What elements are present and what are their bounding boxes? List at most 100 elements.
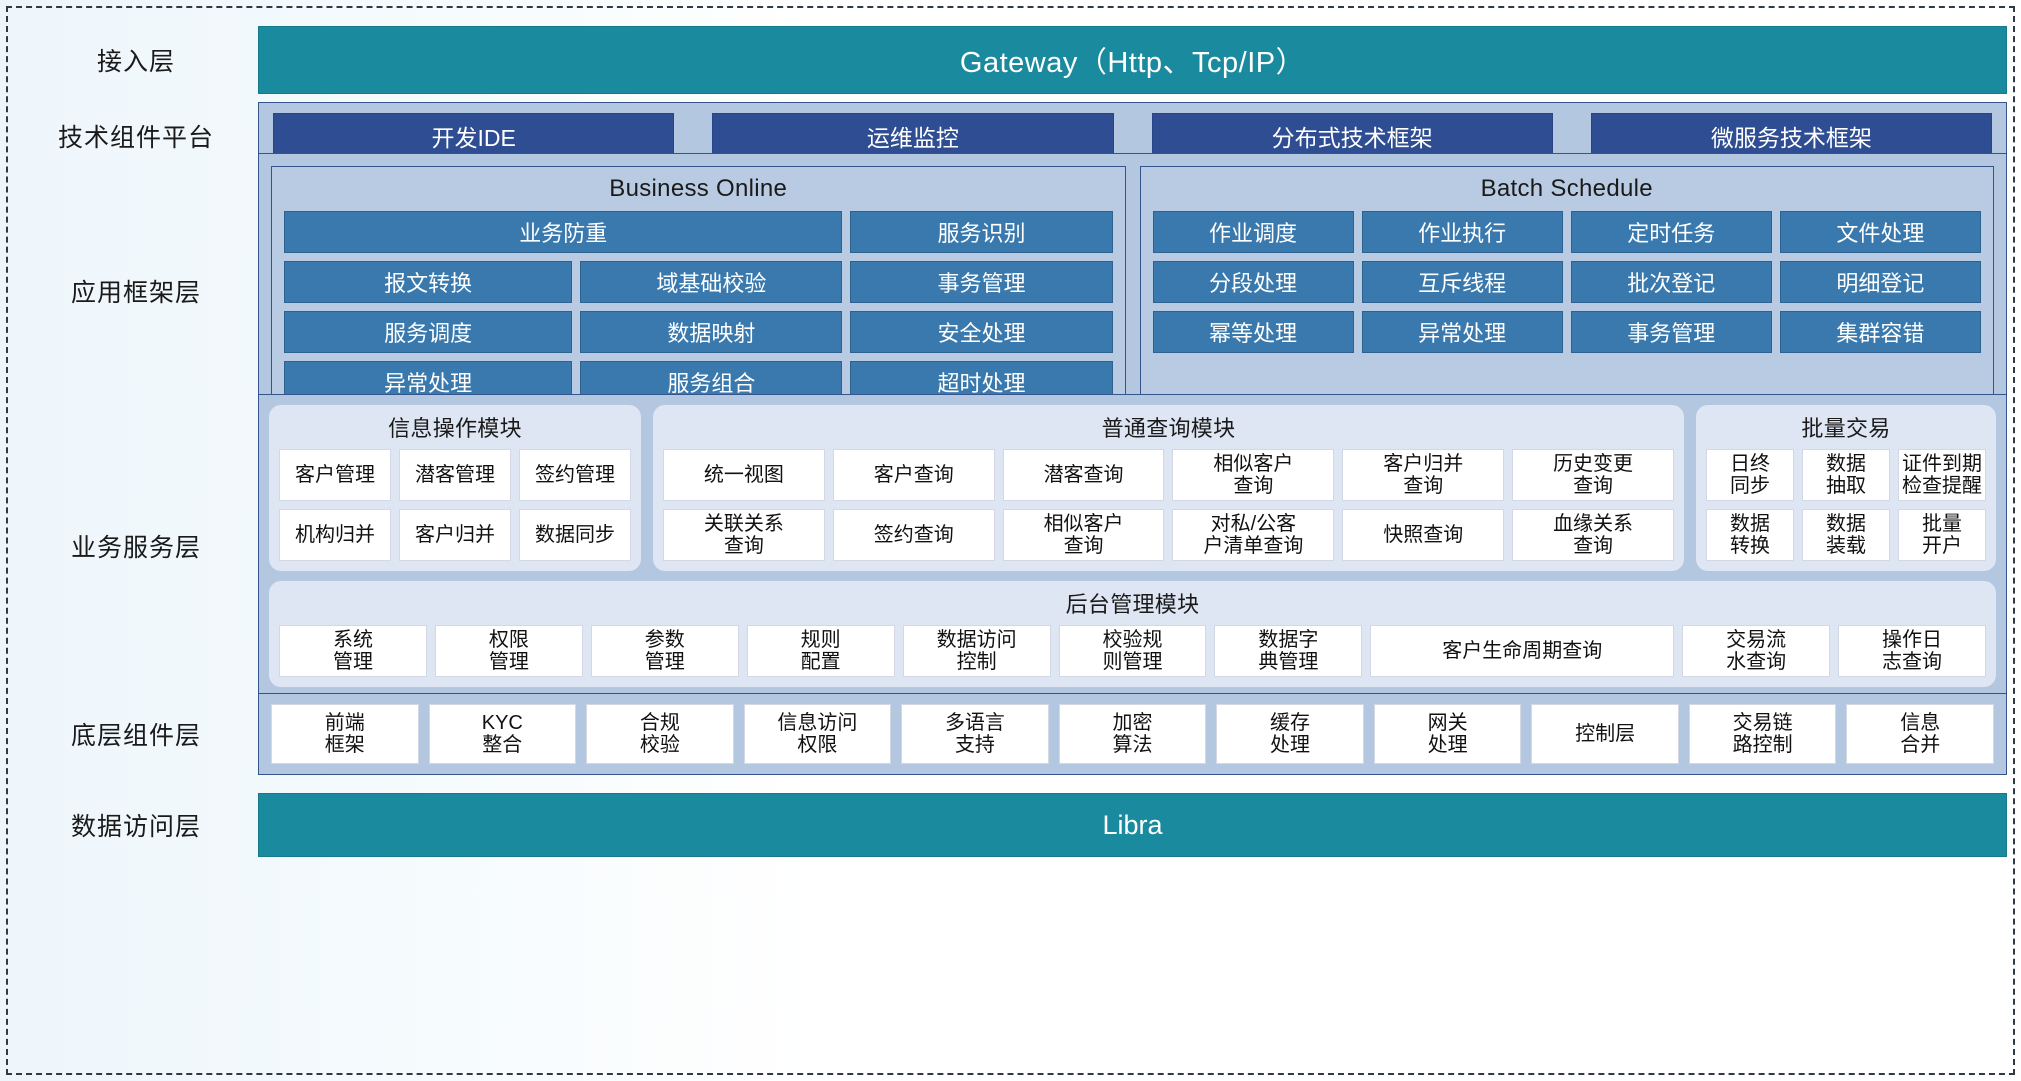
cell-contract-mgmt[interactable]: 签约管理 [519, 449, 631, 501]
tech-chip-ops-monitor[interactable]: 运维监控 [712, 113, 1114, 159]
layer-label-base: 底层组件层 [70, 722, 201, 750]
fw-chip-transaction-mgmt[interactable]: 事务管理 [850, 261, 1113, 303]
cell-data-dictionary-mgmt[interactable]: 数据字 典管理 [1214, 625, 1363, 677]
cell-encryption-algorithm[interactable]: 加密 算法 [1058, 704, 1207, 764]
group-title-business-online: Business Online [609, 175, 788, 202]
base-component-band: 前端 框架 KYC 整合 合规 校验 信息访问 权限 多语言 支持 加密 算法 … [258, 693, 2007, 775]
fw-chip-idempotent-process[interactable]: 幂等处理 [1152, 311, 1354, 353]
fw-chip-service-dispatch[interactable]: 服务调度 [284, 311, 573, 353]
cell-info-access-permission[interactable]: 信息访问 权限 [743, 704, 892, 764]
card-title-info-operation: 信息操作模块 [388, 416, 522, 441]
cell-validation-rule-mgmt[interactable]: 校验规 则管理 [1058, 625, 1207, 677]
cell-batch-account-open[interactable]: 批量 开户 [1898, 509, 1986, 561]
cell-parameter-mgmt[interactable]: 参数 管理 [590, 625, 739, 677]
layer-biz: 业务服务层 信息操作模块 客户管理 潜客管理 签约管理 机构归并 客户归并 数据… [14, 394, 2007, 698]
cell-operation-log-query[interactable]: 操作日 志查询 [1838, 625, 1986, 677]
cell-certificate-expiry-reminder[interactable]: 证件到期 检查提醒 [1898, 449, 1986, 501]
cell-multilanguage-support[interactable]: 多语言 支持 [901, 704, 1049, 764]
cell-permission-mgmt[interactable]: 权限 管理 [434, 625, 583, 677]
card-title-general-query: 普通查询模块 [1101, 416, 1236, 441]
layer-appfw: 应用框架层 Business Online 业务防重 服务识别 报文转换 域基础… [14, 153, 2007, 429]
layer-body-appfw: Business Online 业务防重 服务识别 报文转换 域基础校验 事务管… [258, 153, 2007, 429]
business-service-band: 信息操作模块 客户管理 潜客管理 签约管理 机构归并 客户归并 数据同步 普通查… [258, 394, 2007, 698]
cell-customer-merge[interactable]: 客户归并 [399, 509, 511, 561]
card-admin-module: 后台管理模块 系统 管理 权限 管理 参数 管理 规则 配置 数据访问 控制 校… [269, 581, 1996, 687]
fw-chip-detail-register[interactable]: 明细登记 [1779, 261, 1981, 303]
cell-lineage-query[interactable]: 血缘关系 查询 [1512, 509, 1674, 561]
cell-compliance-check[interactable]: 合规 校验 [586, 704, 734, 764]
business-online-grid: 业务防重 服务识别 报文转换 域基础校验 事务管理 服务调度 数据映射 安全处理… [284, 211, 1113, 403]
cell-data-access-control[interactable]: 数据访问 控制 [902, 625, 1051, 677]
card-info-operation-module: 信息操作模块 客户管理 潜客管理 签约管理 机构归并 客户归并 数据同步 [269, 405, 641, 571]
cell-prospect-query[interactable]: 潜客查询 [1002, 449, 1165, 501]
cell-info-merge[interactable]: 信息 合并 [1846, 704, 1994, 764]
cell-transaction-chain-control[interactable]: 交易链 路控制 [1688, 704, 1837, 764]
layer-label-access: 接入层 [96, 48, 175, 76]
tech-chip-microservice-framework[interactable]: 微服务技术框架 [1590, 113, 1992, 159]
fw-chip-batch-transaction-mgmt[interactable]: 事务管理 [1570, 311, 1772, 353]
cell-rule-config[interactable]: 规则 配置 [746, 625, 895, 677]
fw-chip-batch-register[interactable]: 批次登记 [1570, 261, 1772, 303]
cell-data-transform[interactable]: 数据 转换 [1706, 509, 1794, 561]
card-batch-transaction-module: 批量交易 日终 同步 数据 抽取 证件到期 检查提醒 数据 转换 数据 装载 批… [1696, 405, 1996, 571]
card-general-query-module: 普通查询模块 统一视图 客户查询 潜客查询 相似客户 查询 客户归并 查询 历史… [653, 405, 1684, 571]
cell-data-extract[interactable]: 数据 抽取 [1802, 449, 1890, 501]
fw-chip-timed-task[interactable]: 定时任务 [1570, 211, 1772, 253]
cell-unified-view[interactable]: 统一视图 [663, 449, 825, 501]
cell-kyc-integration[interactable]: KYC 整合 [428, 704, 577, 764]
card-title-batch-transaction: 批量交易 [1801, 416, 1891, 441]
layer-body-base: 前端 框架 KYC 整合 合规 校验 信息访问 权限 多语言 支持 加密 算法 … [258, 693, 2007, 775]
fw-chip-mutex-thread[interactable]: 互斥线程 [1361, 261, 1563, 303]
app-framework-band: Business Online 业务防重 服务识别 报文转换 域基础校验 事务管… [258, 153, 2007, 429]
cell-customer-lifecycle-query[interactable]: 客户生命周期查询 [1370, 625, 1675, 677]
layer-label-tech: 技术组件平台 [57, 124, 214, 152]
cell-cache-process[interactable]: 缓存 处理 [1216, 704, 1364, 764]
cell-history-change-query[interactable]: 历史变更 查询 [1512, 449, 1674, 501]
layer-access: 接入层 Gateway（Http、Tcp/IP） [14, 24, 2007, 96]
fw-chip-job-execute[interactable]: 作业执行 [1361, 211, 1563, 253]
libra-bar[interactable]: Libra [258, 793, 2007, 857]
cell-customer-mgmt[interactable]: 客户管理 [279, 449, 391, 501]
layer-body-data: Libra [258, 793, 2007, 857]
fw-chip-service-identify[interactable]: 服务识别 [850, 211, 1113, 253]
layer-body-access: Gateway（Http、Tcp/IP） [258, 26, 2007, 94]
group-batch-schedule: Batch Schedule 作业调度 作业执行 定时任务 文件处理 分段处理 … [1139, 166, 1994, 416]
gateway-bar[interactable]: Gateway（Http、Tcp/IP） [258, 26, 2007, 94]
cell-customer-query[interactable]: 客户查询 [832, 449, 995, 501]
batch-transaction-grid: 日终 同步 数据 抽取 证件到期 检查提醒 数据 转换 数据 装载 批量 开户 [1706, 449, 1986, 561]
group-title-batch-schedule: Batch Schedule [1480, 175, 1653, 202]
tech-chip-distributed-framework[interactable]: 分布式技术框架 [1151, 113, 1553, 159]
fw-chip-batch-exception-process[interactable]: 异常处理 [1361, 311, 1563, 353]
cell-control-layer[interactable]: 控制层 [1531, 704, 1679, 764]
cell-data-sync[interactable]: 数据同步 [519, 509, 631, 561]
fw-chip-message-transform[interactable]: 报文转换 [284, 261, 573, 303]
fw-chip-business-dedup[interactable]: 业务防重 [284, 211, 843, 253]
fw-chip-data-mapping[interactable]: 数据映射 [580, 311, 843, 353]
layer-label-biz: 业务服务层 [70, 534, 201, 562]
fw-chip-domain-base-validate[interactable]: 域基础校验 [580, 261, 843, 303]
cell-data-load[interactable]: 数据 装载 [1802, 509, 1890, 561]
fw-chip-security-process[interactable]: 安全处理 [850, 311, 1113, 353]
cell-eod-sync[interactable]: 日终 同步 [1706, 449, 1794, 501]
cell-gateway-process[interactable]: 网关 处理 [1373, 704, 1522, 764]
fw-chip-job-schedule[interactable]: 作业调度 [1152, 211, 1354, 253]
layer-label-appfw: 应用框架层 [70, 279, 201, 307]
cell-prospect-mgmt[interactable]: 潜客管理 [399, 449, 511, 501]
layer-data: 数据访问层 Libra [14, 790, 2007, 860]
fw-chip-segment-process[interactable]: 分段处理 [1152, 261, 1354, 303]
general-query-grid: 统一视图 客户查询 潜客查询 相似客户 查询 客户归并 查询 历史变更 查询 关… [663, 449, 1674, 561]
cell-contract-query[interactable]: 签约查询 [832, 509, 995, 561]
cell-transaction-flow-query[interactable]: 交易流 水查询 [1682, 625, 1831, 677]
cell-relation-query[interactable]: 关联关系 查询 [663, 509, 825, 561]
cell-similar-customer-query[interactable]: 相似客户 查询 [1172, 449, 1335, 501]
fw-chip-cluster-fault-tolerance[interactable]: 集群容错 [1779, 311, 1981, 353]
cell-private-public-customer-list-query[interactable]: 对私/公客 户清单查询 [1172, 509, 1335, 561]
cell-customer-merge-query[interactable]: 客户归并 查询 [1342, 449, 1505, 501]
fw-chip-file-process[interactable]: 文件处理 [1779, 211, 1981, 253]
cell-snapshot-query[interactable]: 快照查询 [1342, 509, 1505, 561]
cell-org-merge[interactable]: 机构归并 [279, 509, 391, 561]
cell-frontend-framework[interactable]: 前端 框架 [271, 704, 419, 764]
cell-system-mgmt[interactable]: 系统 管理 [279, 625, 427, 677]
cell-similar-customer-query-2[interactable]: 相似客户 查询 [1002, 509, 1165, 561]
